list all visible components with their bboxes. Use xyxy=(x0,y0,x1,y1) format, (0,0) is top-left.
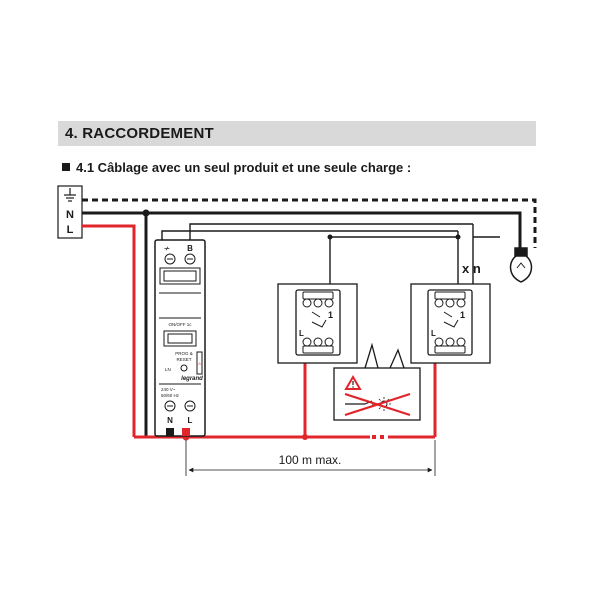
phase-wire-break xyxy=(372,435,384,439)
neutral-label: N xyxy=(66,209,74,221)
supply-terminal-box: N L xyxy=(57,185,83,239)
neutral-junction-dot xyxy=(142,209,150,217)
control-junction-dot xyxy=(455,234,461,240)
earth-icon xyxy=(64,188,76,202)
top-terminal-screw xyxy=(164,253,196,265)
button-terminal-label: L xyxy=(299,329,304,338)
voltage-text-2: 50/60 Hz xyxy=(161,393,180,398)
bullet-icon xyxy=(62,163,70,171)
warning-icon xyxy=(344,375,362,390)
button-channel-label: 1 xyxy=(460,310,465,320)
prog-button xyxy=(180,364,188,372)
distance-dimension: 100 m max. xyxy=(185,440,436,476)
section-header-bar: 4. RACCORDEMENT xyxy=(58,121,536,146)
bottom-terminal-right-label: L xyxy=(188,416,193,425)
phase-junction-dot xyxy=(302,434,308,440)
line-label: L xyxy=(67,224,74,236)
push-button-module: 1 L xyxy=(410,283,491,364)
prog-text-1: PROG & xyxy=(175,351,193,356)
subsection-title: 4.1 Câblage avec un seul produit et une … xyxy=(62,160,411,175)
svg-text:⚠: ⚠ xyxy=(198,361,202,366)
din-module: ≁ B ON/OFF 1c PROG & RESET LN ⚠ legrand … xyxy=(154,239,206,437)
top-terminal-left-label: ≁ xyxy=(164,244,171,253)
model-text: ON/OFF 1c xyxy=(168,322,192,327)
led-text: LN xyxy=(165,367,171,372)
push-button-module: 1 L xyxy=(277,283,358,364)
earth-wire xyxy=(82,198,537,248)
prog-text-2: RESET xyxy=(176,357,191,362)
button-terminal-label: L xyxy=(431,329,436,338)
control-junction-dot xyxy=(327,234,333,240)
control-wire xyxy=(161,223,500,284)
brand-logo: legrand xyxy=(181,376,203,382)
button-channel-label: 1 xyxy=(328,310,333,320)
multiplier-label: x n xyxy=(462,261,481,276)
section-title: 4. RACCORDEMENT xyxy=(65,125,214,142)
warning-callout xyxy=(333,342,421,421)
distance-label: 100 m max. xyxy=(279,453,342,467)
bottom-terminal-screw xyxy=(164,400,196,412)
voltage-text-1: 240 V~ xyxy=(161,387,176,392)
forbidden-lamp-icon xyxy=(344,392,411,417)
bottom-terminal-left-label: N xyxy=(167,416,173,425)
lamp-icon xyxy=(509,247,533,283)
subsection-title-text: 4.1 Câblage avec un seul produit et une … xyxy=(76,160,412,175)
top-terminal-right-label: B xyxy=(187,244,193,253)
